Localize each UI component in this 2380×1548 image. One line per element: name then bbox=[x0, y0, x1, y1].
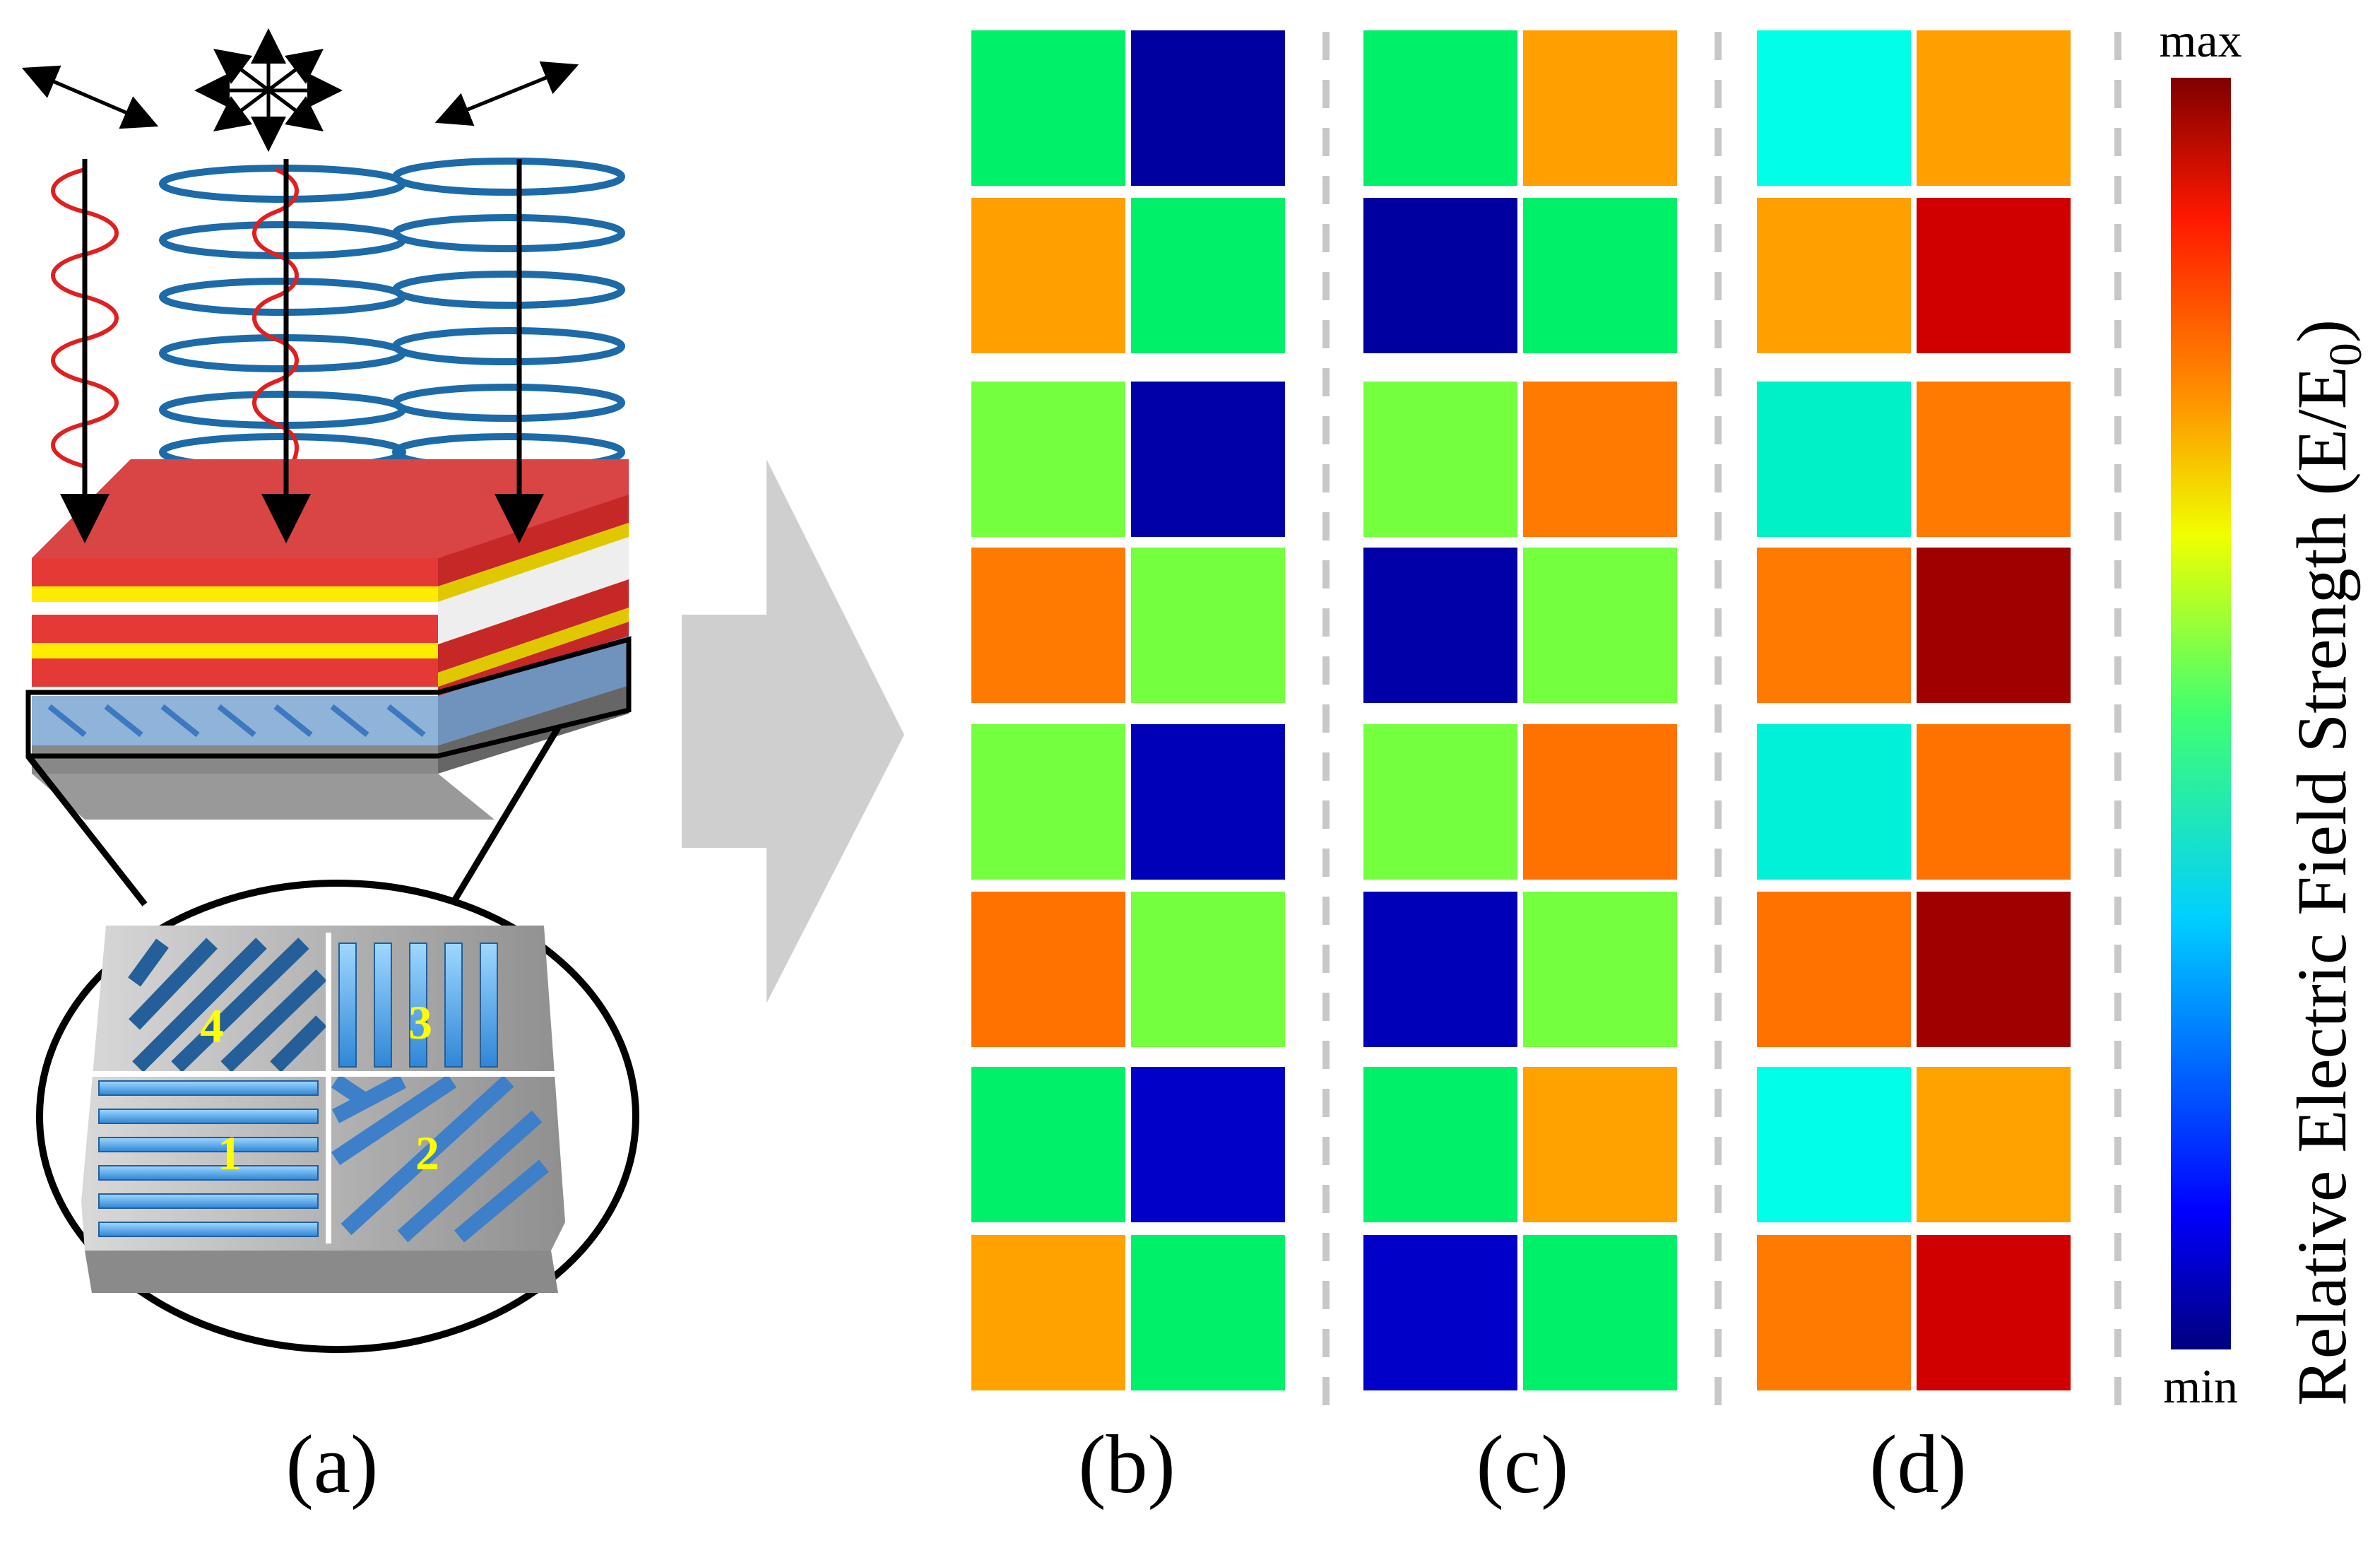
heatmap-c-cell-r4c1 bbox=[1363, 548, 1517, 703]
heatmap-d-cell-r3c2 bbox=[1917, 382, 2071, 537]
heatmap-c-cell-r7c1 bbox=[1363, 1067, 1517, 1222]
incident-arrows bbox=[60, 159, 544, 543]
red-wave-middle bbox=[252, 167, 299, 489]
heatmap-d-cell-r7c2 bbox=[1917, 1067, 2071, 1222]
heatmap-d-cell-r7c1 bbox=[1757, 1067, 1911, 1222]
colorbar-title: Relative Electric Field Strength (E/E0) bbox=[2283, 319, 2372, 1406]
heatmap-d-cell-r5c2 bbox=[1917, 724, 2071, 880]
colorbar bbox=[2171, 78, 2231, 1349]
polarization-arrow-star bbox=[194, 28, 343, 152]
heatmap-c-cell-r2c2 bbox=[1523, 198, 1677, 353]
quadrant-label-3: 3 bbox=[408, 995, 432, 1049]
heatmap-b-cell-r4c2 bbox=[1131, 548, 1285, 703]
polarization-arrow-diagonal bbox=[434, 61, 579, 126]
heatmap-c-cell-r5c1 bbox=[1363, 724, 1517, 880]
heatmap-b-cell-r3c2 bbox=[1131, 382, 1285, 537]
heatmap-c-cell-r6c2 bbox=[1523, 892, 1677, 1047]
colorbar-max-label: max bbox=[2159, 13, 2242, 67]
heatmap-b-cell-r6c2 bbox=[1131, 892, 1285, 1047]
heatmap-d-cell-r6c2 bbox=[1917, 892, 2071, 1047]
colorbar-min-label: min bbox=[2163, 1359, 2238, 1413]
heatmap-c-cell-r8c2 bbox=[1523, 1235, 1677, 1390]
heatmap-d-cell-r1c1 bbox=[1757, 30, 1911, 186]
heatmap-c-cell-r5c2 bbox=[1523, 724, 1677, 880]
blue-helix-middle bbox=[159, 165, 406, 471]
colorbar-title-suffix: ) bbox=[2283, 319, 2361, 343]
heatmap-b-cell-r1c1 bbox=[971, 30, 1125, 186]
panel-label-a: (a) bbox=[285, 1418, 379, 1511]
quadrant-label-1: 1 bbox=[218, 1126, 242, 1180]
heatmap-d-cell-r8c1 bbox=[1757, 1235, 1911, 1390]
colorbar-title-main: Relative Electric Field Strength (E/E bbox=[2283, 366, 2361, 1406]
heatmap-c-cell-r3c1 bbox=[1363, 382, 1517, 537]
heatmap-d-cell-r6c1 bbox=[1757, 892, 1911, 1047]
heatmap-b-cell-r4c1 bbox=[971, 548, 1125, 703]
heatmap-b-cell-r1c2 bbox=[1131, 30, 1285, 186]
quadrant-label-2: 2 bbox=[415, 1126, 439, 1180]
heatmap-c-cell-r2c1 bbox=[1363, 198, 1517, 353]
heatmap-d-cell-r2c2 bbox=[1917, 198, 2071, 353]
panel-separators bbox=[1322, 32, 2121, 1413]
heatmap-c-cell-r1c1 bbox=[1363, 30, 1517, 186]
panel-label-b: (b) bbox=[1078, 1418, 1176, 1511]
transition-arrow-icon bbox=[682, 459, 904, 1003]
heatmap-c-cell-r8c1 bbox=[1363, 1235, 1517, 1390]
heatmap-d-cell-r3c1 bbox=[1757, 382, 1911, 537]
blue-helix-right bbox=[392, 158, 625, 471]
heatmap-b-cell-r7c1 bbox=[971, 1067, 1125, 1222]
heatmap-d-cell-r2c1 bbox=[1757, 198, 1911, 353]
heatmap-c-cell-r1c2 bbox=[1523, 30, 1677, 186]
grating-quadrants bbox=[81, 926, 565, 1293]
heatmap-b-cell-r2c2 bbox=[1131, 198, 1285, 353]
red-wave-left bbox=[51, 167, 119, 468]
heatmap-c-cell-r4c2 bbox=[1523, 548, 1677, 703]
heatmap-panels bbox=[971, 30, 2071, 1390]
heatmap-b-cell-r5c2 bbox=[1131, 724, 1285, 880]
heatmap-d-cell-r4c1 bbox=[1757, 548, 1911, 703]
quadrant-label-4: 4 bbox=[200, 999, 224, 1053]
heatmap-b-cell-r5c1 bbox=[971, 724, 1125, 880]
heatmap-c-cell-r6c1 bbox=[1363, 892, 1517, 1047]
heatmap-b-cell-r6c1 bbox=[971, 892, 1125, 1047]
colorbar-title-subscript: 0 bbox=[2320, 343, 2372, 366]
polarization-arrow-linear bbox=[21, 65, 159, 129]
heatmap-c-cell-r7c2 bbox=[1523, 1067, 1677, 1222]
panel-label-d: (d) bbox=[1869, 1418, 1967, 1511]
heatmap-b-cell-r3c1 bbox=[971, 382, 1125, 537]
heatmap-b-cell-r2c1 bbox=[971, 198, 1125, 353]
heatmap-d-cell-r5c1 bbox=[1757, 724, 1911, 880]
heatmap-b-cell-r7c2 bbox=[1131, 1067, 1285, 1222]
heatmap-d-cell-r1c2 bbox=[1917, 30, 2071, 186]
heatmap-d-cell-r4c2 bbox=[1917, 548, 2071, 703]
heatmap-c-cell-r3c2 bbox=[1523, 382, 1677, 537]
heatmap-b-cell-r8c2 bbox=[1131, 1235, 1285, 1390]
layer-stack bbox=[32, 459, 629, 820]
heatmap-d-cell-r8c2 bbox=[1917, 1235, 2071, 1390]
heatmap-b-cell-r8c1 bbox=[971, 1235, 1125, 1390]
panel-label-c: (c) bbox=[1476, 1418, 1569, 1511]
device-schematic: 4 3 1 2 bbox=[21, 28, 639, 1353]
